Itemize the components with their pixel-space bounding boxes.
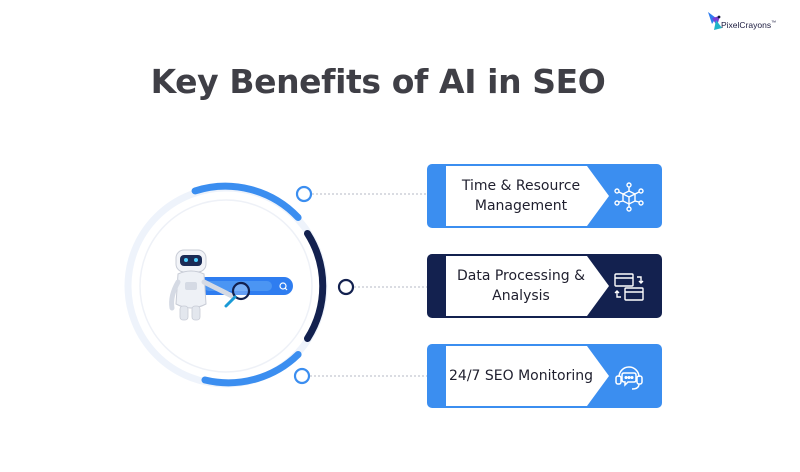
right-navy-arc (304, 230, 327, 342)
benefit-label: Time & Resource Management (461, 178, 581, 214)
node-1 (295, 185, 313, 203)
benefit-label: Data Processing & Analysis (456, 268, 585, 304)
network-cube-icon (614, 182, 644, 212)
brand-name: PixelCrayons™ (721, 20, 777, 30)
benefit-card-data-processing: Data Processing & Analysis (427, 254, 662, 318)
data-transfer-icon (614, 273, 644, 301)
benefit-card-time-resource: Time & Resource Management (427, 164, 662, 228)
node-3 (293, 367, 311, 385)
bottom-blue-arc (201, 351, 302, 387)
node-2 (337, 278, 355, 296)
top-blue-arc (191, 182, 302, 221)
support-headset-icon (615, 366, 643, 390)
card-band (427, 254, 662, 318)
card-band (427, 344, 662, 408)
page-title: Key Benefits of AI in SEO (150, 62, 606, 101)
card-band (427, 164, 662, 228)
hummingbird-icon (708, 12, 722, 30)
benefit-card-seo-monitoring: 24/7 SEO Monitoring (427, 344, 662, 408)
brand-logo: PixelCrayons™ (706, 8, 794, 36)
benefit-label: 24/7 SEO Monitoring (449, 368, 593, 384)
robot-icon (169, 249, 293, 321)
